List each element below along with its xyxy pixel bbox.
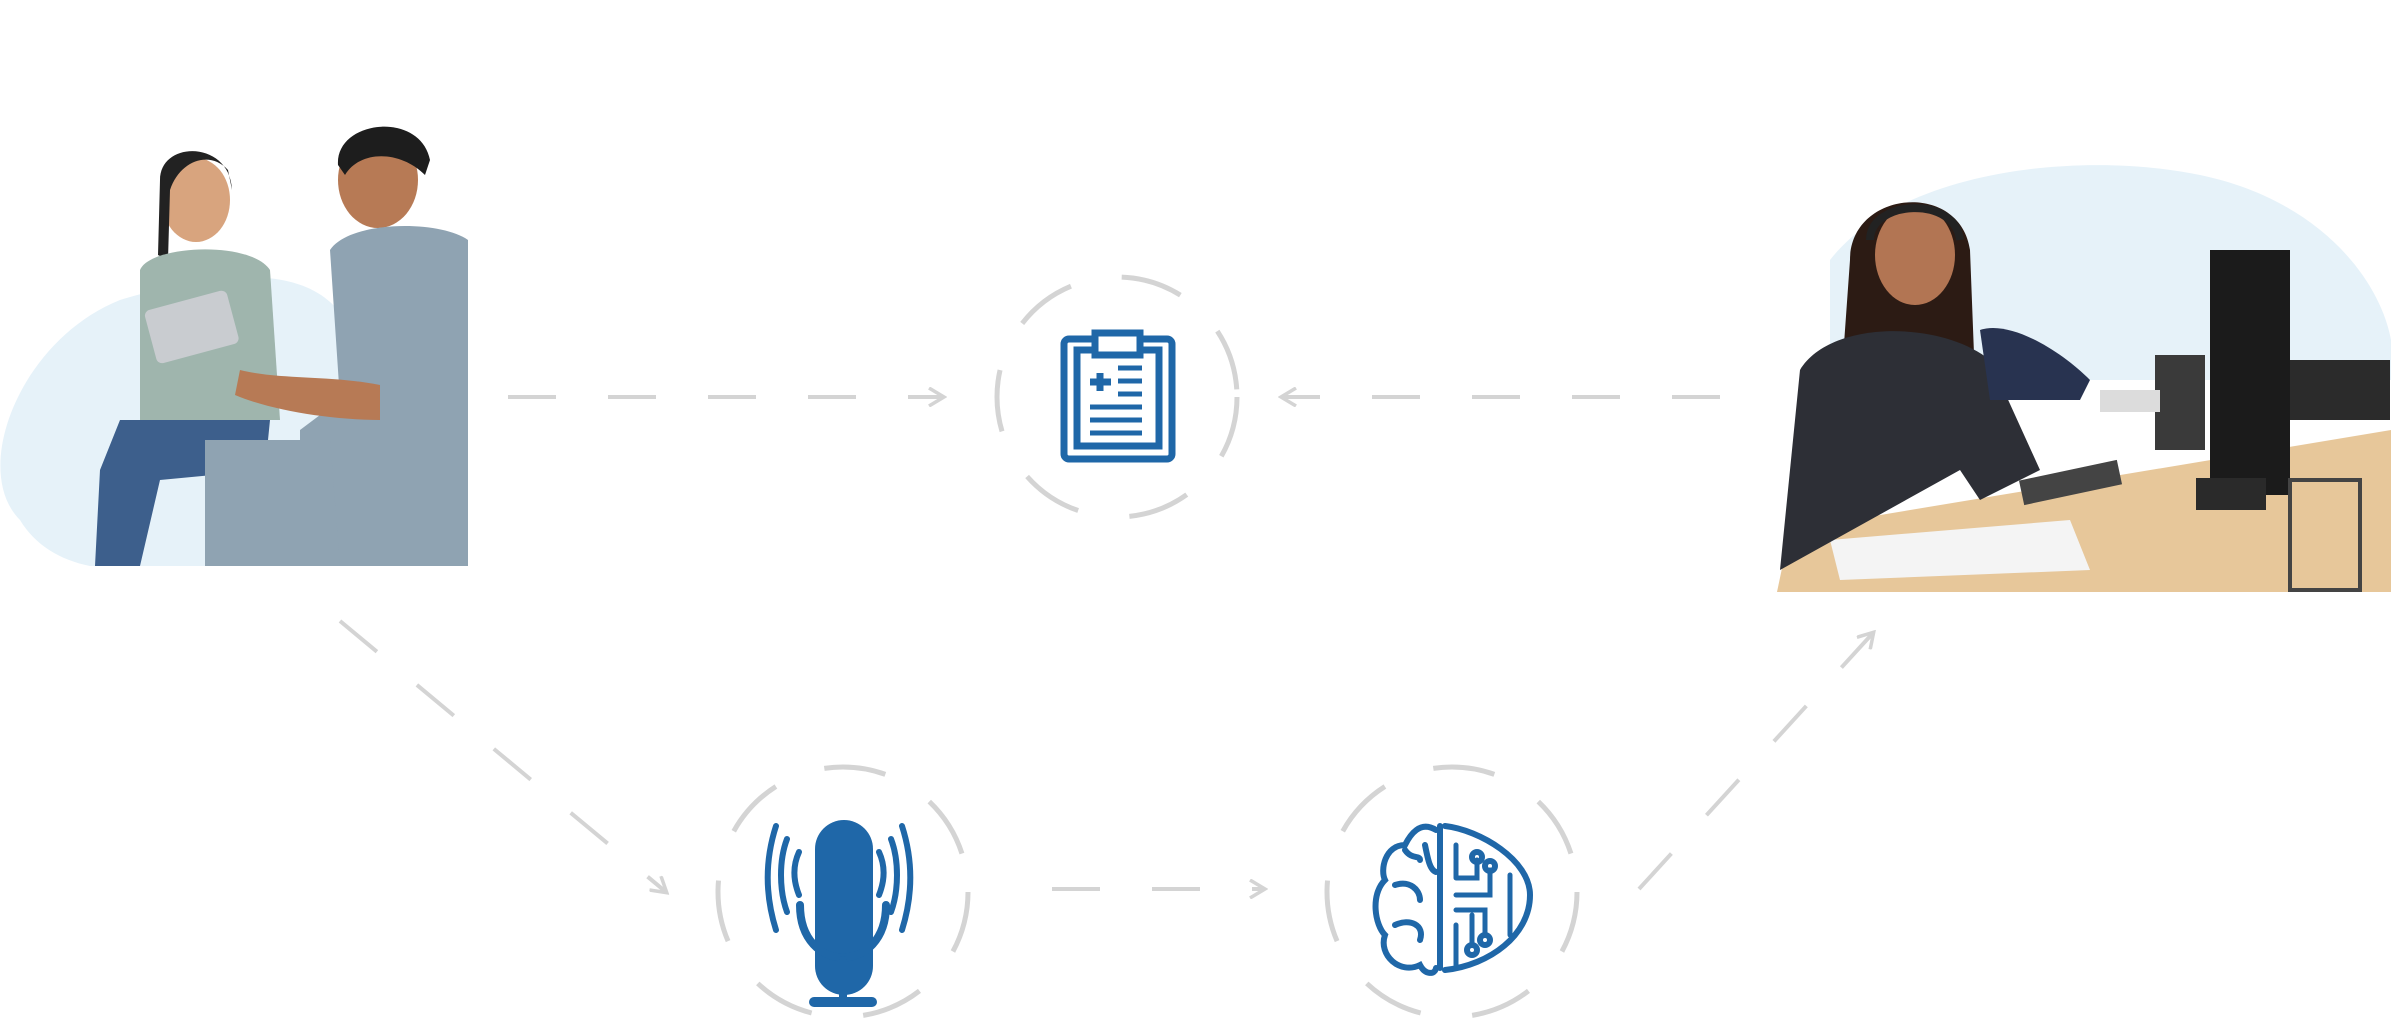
arrow-ai-to-agent: [1637, 633, 1873, 891]
brain-node-ring: [1324, 764, 1580, 1020]
brain-circuit-icon: [1372, 823, 1534, 976]
clipboard-node-ring: [994, 274, 1240, 520]
microphone-icon: [764, 820, 914, 1007]
patient-consultation-photo: [0, 126, 468, 567]
connectors: [338, 397, 1873, 892]
microphone-node-ring: [715, 764, 971, 1020]
call-center-agent-photo: [1777, 165, 2391, 592]
clipboard-medical-icon: [1060, 329, 1176, 463]
arrow-patient-to-voice: [338, 619, 666, 892]
